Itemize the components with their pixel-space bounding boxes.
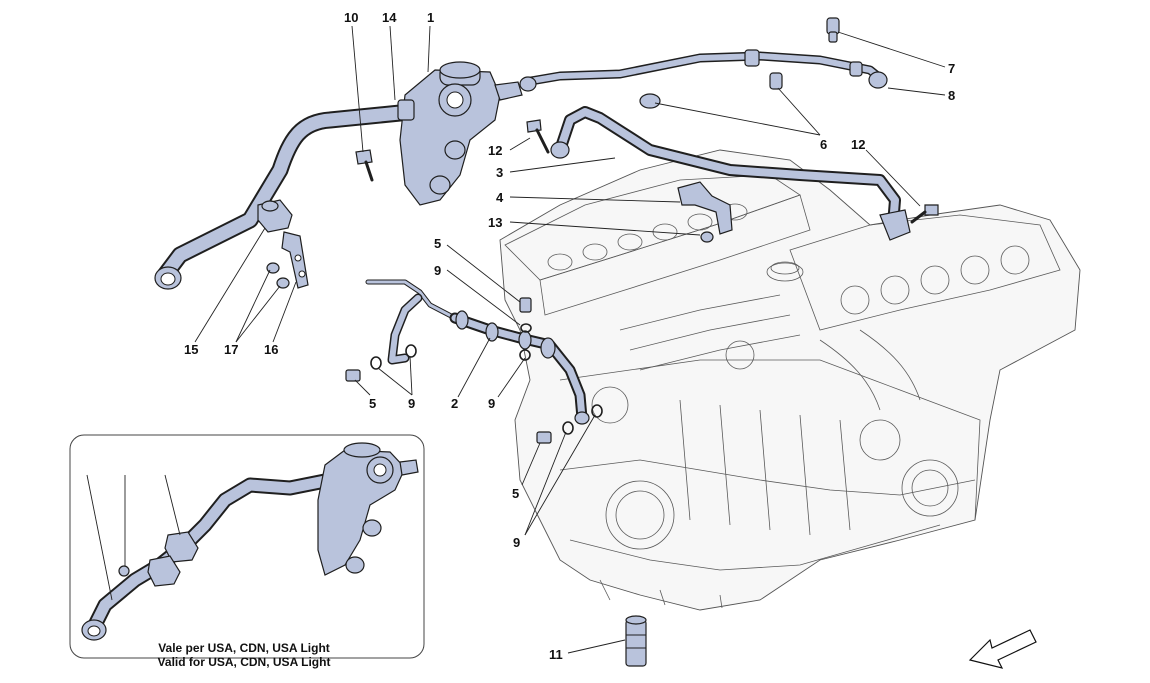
bolt-part-5c <box>536 431 552 444</box>
callout-9-top: 9 <box>434 263 441 278</box>
callout-2: 2 <box>451 396 458 411</box>
callout-12-left: 12 <box>488 143 502 158</box>
clamp-part-15 <box>257 199 293 233</box>
callout-15: 15 <box>184 342 198 357</box>
right-bank-ports <box>840 245 1030 315</box>
callout-5-top: 5 <box>434 236 441 251</box>
connector-part-7 <box>826 17 840 43</box>
callout-5-bottom: 5 <box>512 486 519 501</box>
callout-12-right: 12 <box>851 137 865 152</box>
callout-6: 6 <box>820 137 827 152</box>
bolt-part-5b <box>345 369 361 382</box>
callout-5-left: 5 <box>369 396 376 411</box>
callout-17: 17 <box>224 342 238 357</box>
inset-note-english: Valid for USA, CDN, USA Light <box>158 655 331 669</box>
clip-part-6b <box>769 72 783 90</box>
inset-variant-box: Vale per USA, CDN, USA Light Valid for U… <box>69 434 425 669</box>
callout-9-left: 9 <box>408 396 415 411</box>
callout-7: 7 <box>948 61 955 76</box>
engine-block-illustration <box>499 149 1081 611</box>
bolt-part-12a <box>526 119 550 154</box>
callout-4: 4 <box>496 190 504 205</box>
bracket-part-16 <box>281 231 309 289</box>
callout-9-bottom: 9 <box>513 535 520 550</box>
bracket-part-4 <box>677 181 733 235</box>
oil-separator-part-1 <box>397 61 523 206</box>
leader-lines <box>194 25 946 654</box>
front-direction-arrow-icon <box>968 629 1037 669</box>
middle-hose-part-3 <box>550 106 911 241</box>
callout-1: 1 <box>427 10 434 25</box>
callout-9-mid: 9 <box>488 396 495 411</box>
upper-thin-hose <box>519 49 888 92</box>
screw-part-10 <box>355 149 374 182</box>
bolt-part-5a <box>519 297 532 313</box>
callout-13: 13 <box>488 215 502 230</box>
washers-part-9 <box>370 323 603 435</box>
callout-14: 14 <box>382 10 397 25</box>
breather-hose-part-14 <box>154 103 419 290</box>
breather-pipe-part-2 <box>365 279 590 425</box>
parts-layer <box>154 17 939 667</box>
callout-3: 3 <box>496 165 503 180</box>
sensor-part-11 <box>625 615 647 667</box>
inset-note-italian: Vale per USA, CDN, USA Light <box>158 641 330 655</box>
callout-16: 16 <box>264 342 278 357</box>
callout-8: 8 <box>948 88 955 103</box>
callout-11: 11 <box>549 647 563 662</box>
screw-part-17b <box>276 277 290 289</box>
callout-10: 10 <box>344 10 358 25</box>
bolt-part-12b <box>910 204 939 224</box>
bolt-part-13 <box>700 231 714 243</box>
clip-part-6a <box>639 93 661 109</box>
